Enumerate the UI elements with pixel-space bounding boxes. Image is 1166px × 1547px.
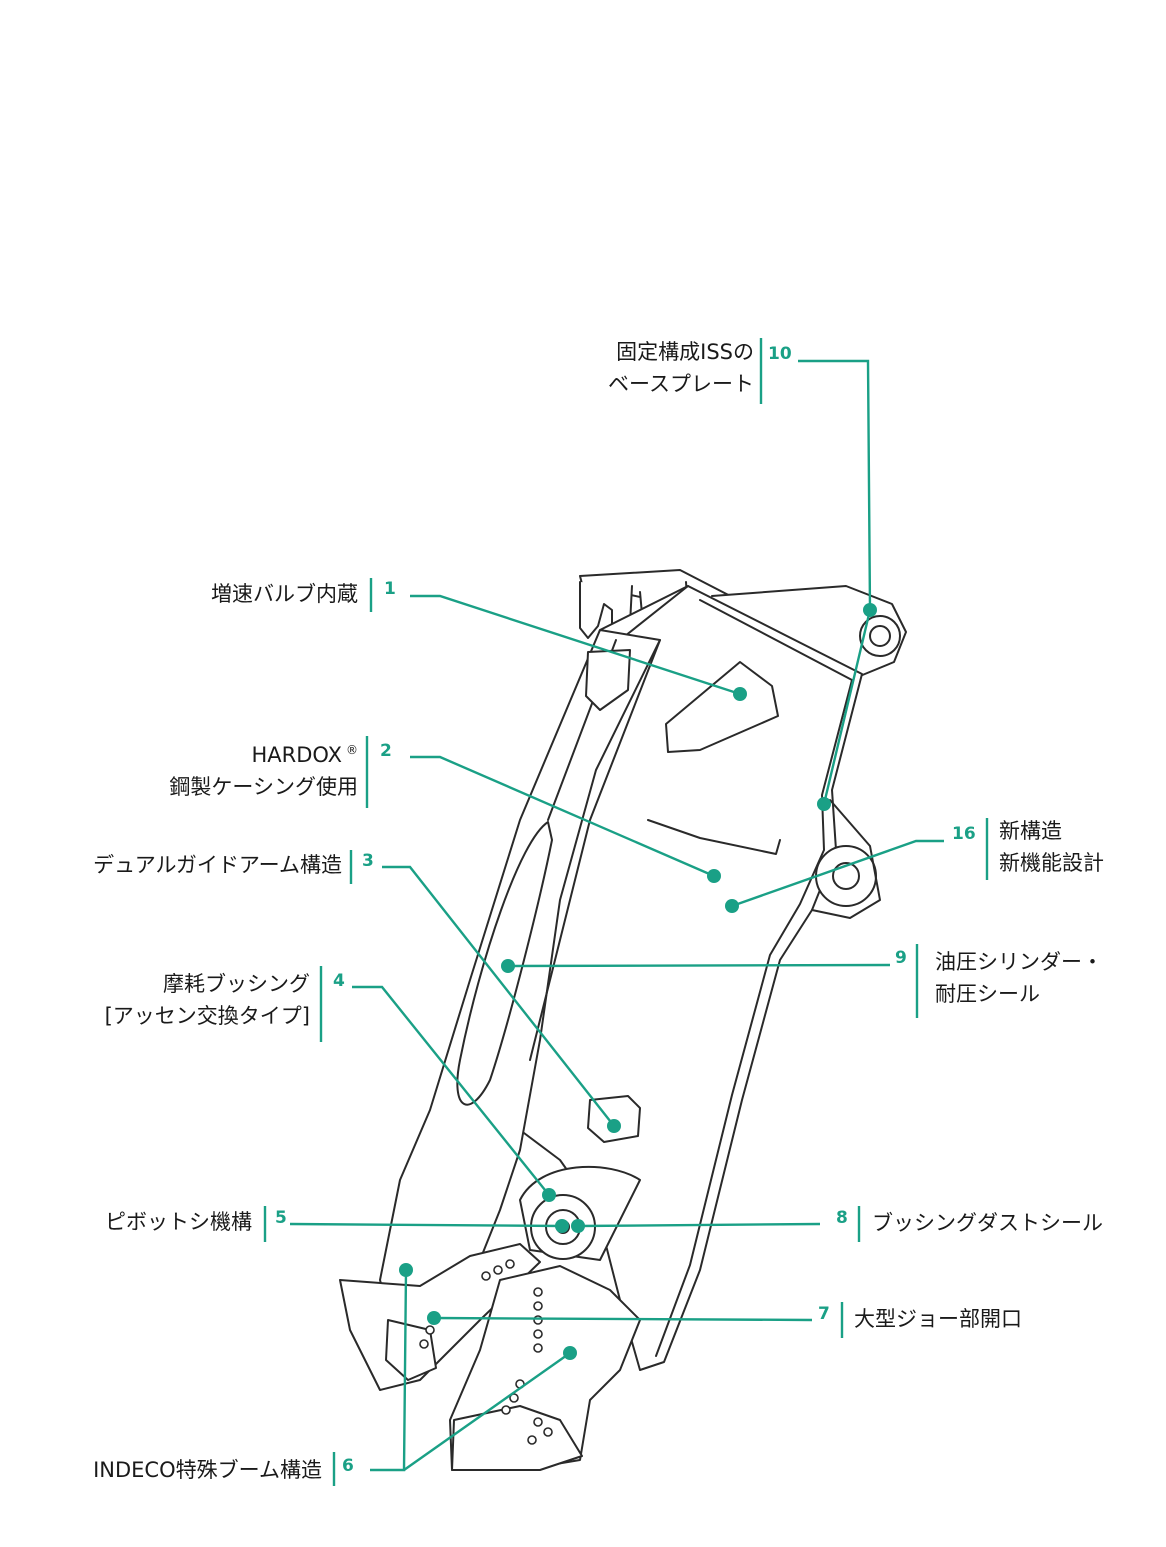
callout-16-number: 16 xyxy=(952,824,976,844)
callout-dot-9 xyxy=(501,959,515,973)
leader-line-16 xyxy=(731,839,944,908)
callout-dot-2 xyxy=(707,869,721,883)
callout-dot-5 xyxy=(555,1219,569,1233)
callout-9-number: 9 xyxy=(895,948,907,968)
callout-8-number: 8 xyxy=(836,1208,848,1228)
bolt-hole xyxy=(493,1265,503,1275)
bolt-hole xyxy=(533,1301,543,1311)
leader-line-10 xyxy=(798,359,872,805)
rear-pin-hole xyxy=(869,625,891,647)
bolt-hole xyxy=(533,1343,543,1353)
callout-5-label: ピボットシ機構 xyxy=(105,1210,252,1234)
leader-line-1 xyxy=(410,594,741,696)
callout-6-number: 6 xyxy=(342,1456,354,1476)
label-separators xyxy=(263,338,989,1486)
cover-plate-top xyxy=(585,649,631,711)
bolt-hole xyxy=(501,1405,511,1415)
callout-dot-8 xyxy=(571,1219,585,1233)
bolt-hole xyxy=(543,1427,553,1437)
callout-4-number: 4 xyxy=(333,971,345,991)
callout-7-label: 大型ジョー部開口 xyxy=(854,1307,1022,1331)
leader-line-4 xyxy=(352,985,550,1196)
bolt-hole xyxy=(425,1325,435,1335)
leader-line-9 xyxy=(507,963,891,968)
valve-cover xyxy=(665,661,779,753)
callout-dot-6b xyxy=(563,1346,577,1360)
mid-rib xyxy=(647,819,781,855)
callout-10-number: 10 xyxy=(768,344,792,364)
leader-line-5 xyxy=(289,1222,563,1228)
callout-dot-16 xyxy=(725,899,739,913)
leader-line-3 xyxy=(382,865,615,1127)
callout-dot-3 xyxy=(607,1119,621,1133)
leader-line-6b xyxy=(403,1352,571,1471)
callout-2-number: 2 xyxy=(380,741,392,761)
callout-dot-6a xyxy=(399,1263,413,1277)
callout-3-number: 3 xyxy=(362,851,374,871)
jaw-side-plate xyxy=(385,1319,437,1381)
cylinder-pin-hole xyxy=(832,862,860,890)
bolt-hole xyxy=(533,1329,543,1339)
bolt-hole xyxy=(505,1259,515,1269)
callout-9-label: 油圧シリンダー・ 耐圧シール xyxy=(935,950,1103,1006)
leader-line-2 xyxy=(410,755,715,878)
bolt-hole xyxy=(481,1271,491,1281)
arm-inner-line-2 xyxy=(529,639,661,1061)
callout-1-number: 1 xyxy=(384,579,396,599)
demolition-pulverizer-illustration xyxy=(339,569,907,1471)
casing-edge-inner xyxy=(655,599,853,1357)
callout-dot-10b xyxy=(817,797,831,811)
bolt-hole xyxy=(533,1287,543,1297)
callout-1-label: 増速バルブ内蔵 xyxy=(211,582,358,606)
leader-line-8 xyxy=(577,1222,821,1228)
callout-10-label: 固定構成ISSの ベースプレート xyxy=(608,340,754,396)
callout-dot-4 xyxy=(542,1188,556,1202)
callout-dot-7 xyxy=(427,1311,441,1325)
bolt-hole xyxy=(419,1339,429,1349)
callout-16-label: 新構造 新機能設計 xyxy=(999,819,1104,875)
rear-bracket xyxy=(711,585,907,677)
leader-lines xyxy=(289,359,944,1472)
callout-5-number: 5 xyxy=(275,1208,287,1228)
bolt-hole xyxy=(509,1393,519,1403)
callout-dot-10a xyxy=(863,603,877,617)
callout-dot-1 xyxy=(733,687,747,701)
bolt-hole xyxy=(527,1435,537,1445)
callout-7-number: 7 xyxy=(818,1304,830,1324)
bolt-hole xyxy=(533,1315,543,1325)
callout-2-label: HARDOX® 鋼製ケーシング使用 xyxy=(169,743,358,799)
callout-3-label: デュアルガイドアーム構造 xyxy=(93,853,342,877)
leader-line-7 xyxy=(433,1316,813,1322)
jaw-teeth-block xyxy=(451,1405,583,1471)
bolt-hole xyxy=(533,1417,543,1427)
callout-6-label: INDECO特殊ブーム構造 xyxy=(93,1458,322,1482)
callout-4-label: 摩耗ブッシング [アッセン交換タイプ] xyxy=(104,972,310,1028)
callout-dots xyxy=(399,603,877,1360)
rear-lower-bracket xyxy=(811,799,881,919)
bolt-holes xyxy=(419,1259,553,1445)
callout-8-label: ブッシングダストシール xyxy=(872,1211,1103,1235)
